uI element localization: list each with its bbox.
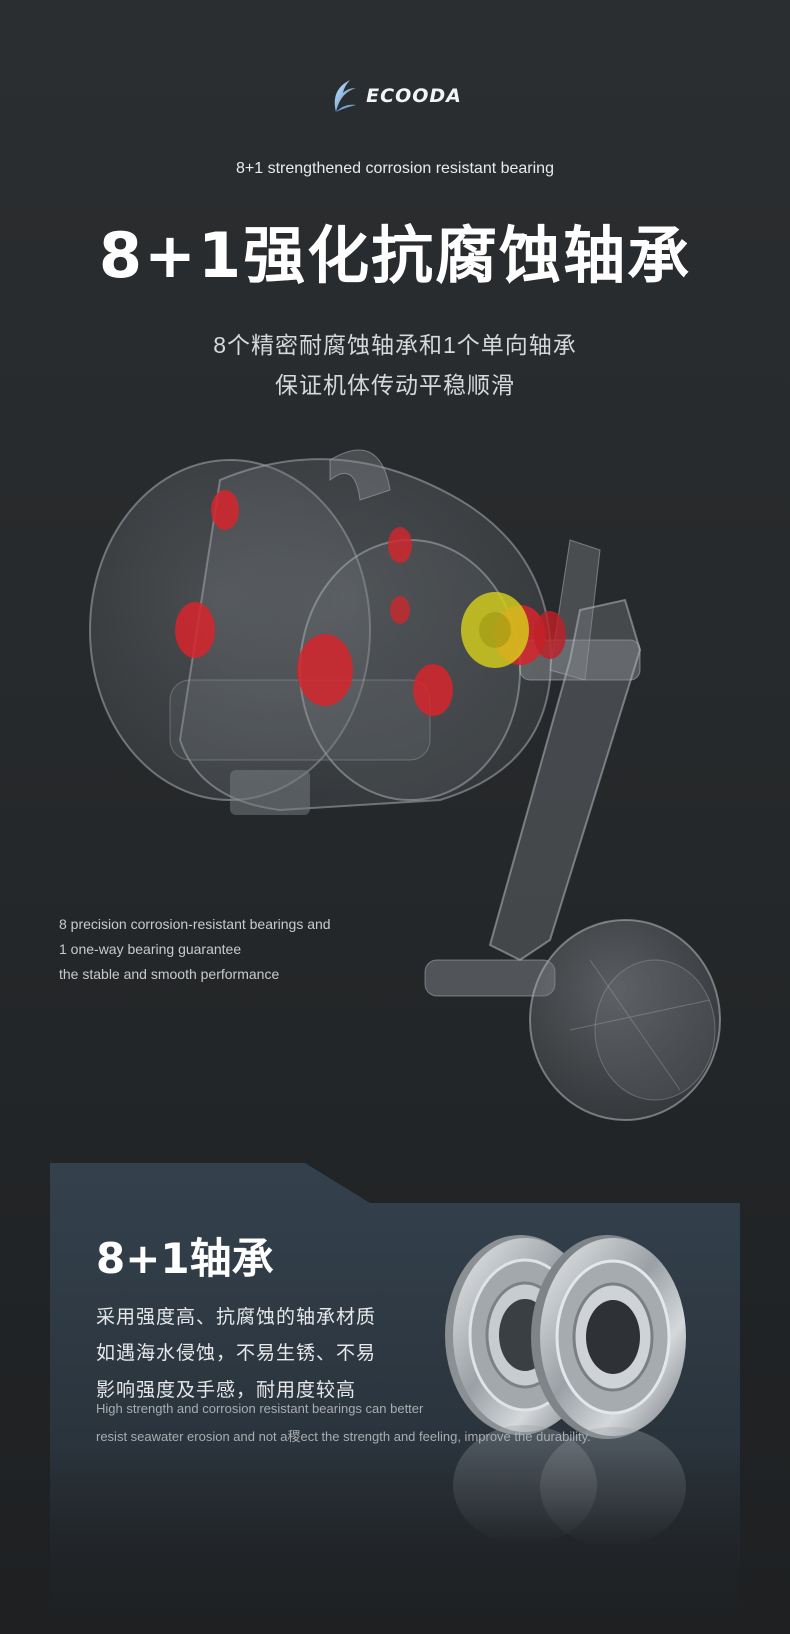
panel-en-line-2: resist seawater erosion and not a稷ect th… [96,1429,591,1444]
ecooda-wave-logo-icon [334,80,357,112]
page-title: 8+1强化抗腐蚀轴承 [98,219,692,292]
panel-line-1: 采用强度高、抗腐蚀的轴承材质 [96,1307,377,1328]
description-line-2: 保证机体传动平稳顺滑 [275,372,515,398]
logo-text: ECOODA [366,85,462,107]
subtitle-en: 8+1 strengthened corrosion resistant bea… [236,160,554,177]
panel-line-3: 影响强度及手感，耐用度较高 [96,1380,357,1401]
note-line-3: the stable and smooth performance [59,966,280,982]
panel-title: 8+1轴承 [96,1234,274,1283]
description-line-1: 8个精密耐腐蚀轴承和1个单向轴承 [213,332,577,358]
ball-bearings-image [445,1235,686,1545]
panel-line-2: 如遇海水侵蚀，不易生锈、不易 [96,1343,377,1364]
note-line-2: 1 one-way bearing guarantee [59,941,242,957]
reel-cutaway-illustration [89,449,721,1121]
panel-en-line-1: High strength and corrosion resistant be… [96,1401,424,1416]
note-line-1: 8 precision corrosion-resistant bearings… [59,916,331,932]
brand-logo: ECOODA [0,78,790,114]
